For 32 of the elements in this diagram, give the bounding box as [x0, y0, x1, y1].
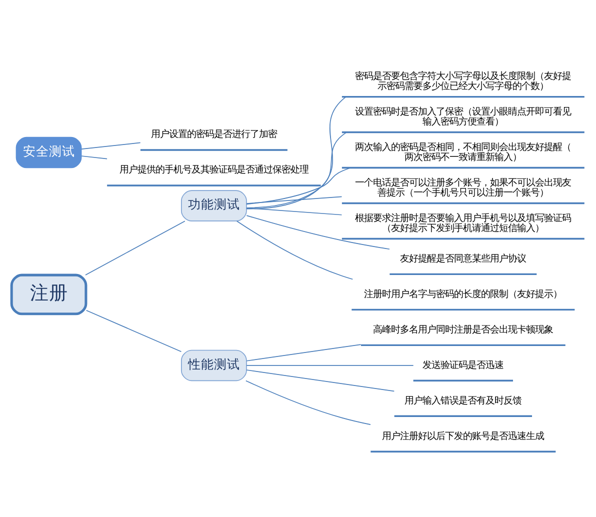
- connector: [81, 142, 141, 150]
- node-text: 友好提醒是否同意某些用户协议: [400, 252, 526, 264]
- node-text: 发送验证码是否迅速: [422, 359, 504, 370]
- connector: [246, 207, 342, 215]
- node-text: 注册时用户名字与密码的长度的限制（友好提示）: [364, 288, 562, 300]
- node-text: 密码是否要包含字符大小写字母以及长度限制（友好提示密码需要多少位已经大小写字母的个数）: [355, 70, 572, 92]
- node-box: 注册: [10, 273, 88, 315]
- node-text: 一个电话是否可以注册多个账号，如果不可以会出现友善提示（一个手机号只可以注册一个账号）: [355, 176, 572, 198]
- connector: [246, 380, 371, 424]
- connector: [85, 220, 186, 275]
- connector: [246, 166, 351, 204]
- node-box: 安全测试: [16, 136, 82, 168]
- connector: [236, 220, 354, 280]
- connector: [246, 131, 347, 208]
- connector: [86, 309, 182, 352]
- connector: [246, 214, 390, 250]
- node-text: 用户提供的手机号及其验证码是否通过保密处理: [119, 164, 308, 176]
- node-text: 根据要求注册时是否要输入用户手机号以及填写验证码（友好提示下发到手机请通过短信输入）: [355, 212, 572, 234]
- node-text: 高峰时多名用户同时注册是否会出现卡顿现象: [373, 324, 554, 335]
- connector: [246, 364, 414, 366]
- node-text: 用户设置的密码是否进行了加密: [150, 128, 277, 140]
- connector: [246, 344, 362, 361]
- connector: [81, 155, 108, 159]
- node-text: 设置密码时是否加入了保密（设置小眼睛点开即可看见输入密码方便查看）: [355, 106, 572, 128]
- node-text: 用户输入错误是否有及时反馈: [404, 394, 522, 406]
- connector: [246, 196, 342, 204]
- node-text: 两次输入的密码是否相同，不相同则会出现友好提醒（两次密码不一致请重新输入）: [355, 141, 572, 162]
- connector: [246, 369, 395, 392]
- node-text: 用户注册好以后下发的账号是否迅速生成: [382, 430, 544, 442]
- node-box: 功能测试: [181, 190, 247, 221]
- node-box: 性能测试: [181, 349, 247, 381]
- connector: [246, 96, 346, 209]
